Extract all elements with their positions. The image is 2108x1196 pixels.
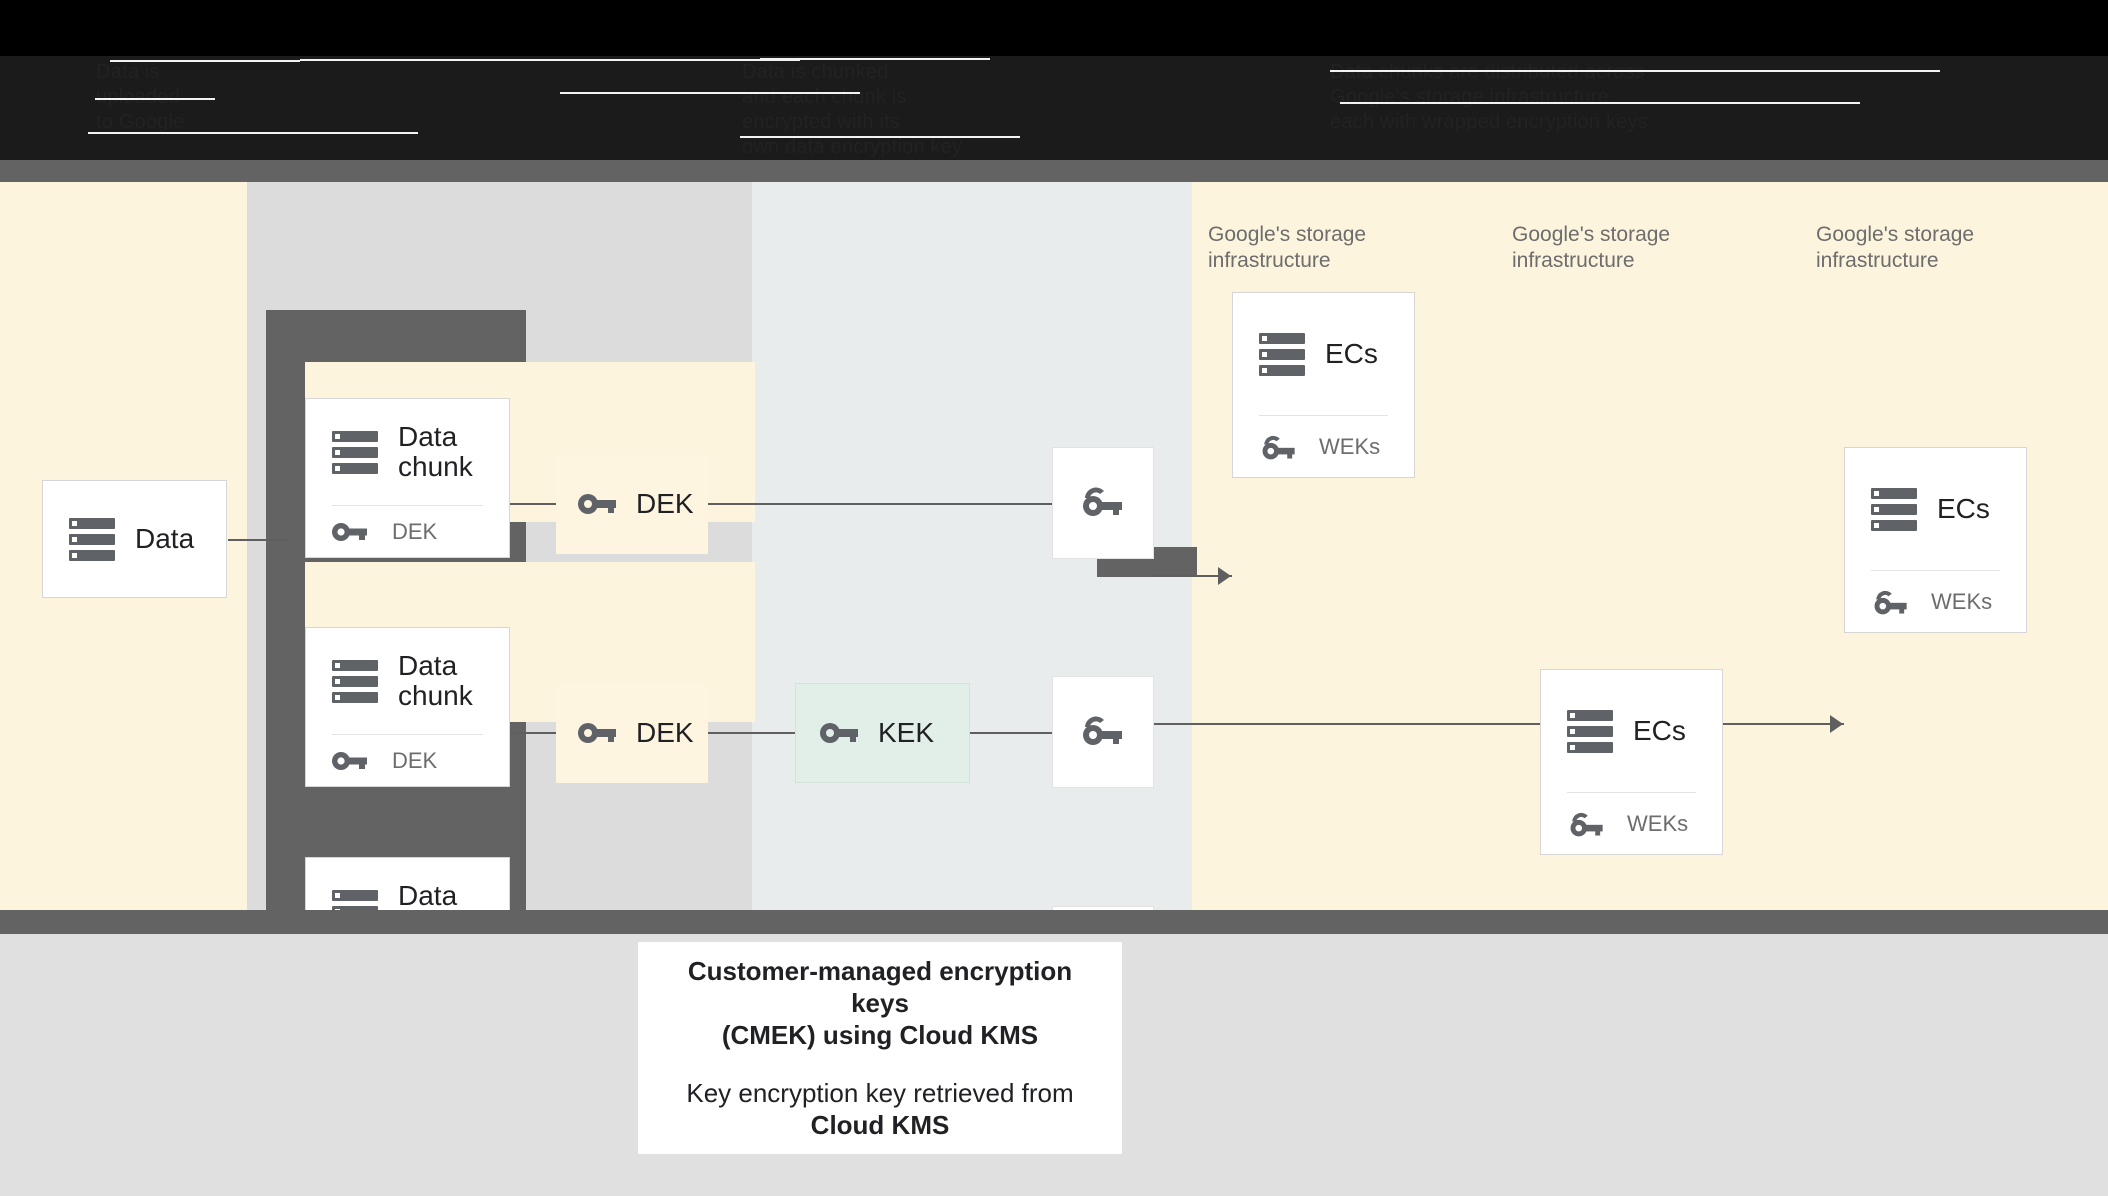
header-column-2: Data is chunked and each chunk is encryp… (742, 61, 963, 158)
wrapped-key-icon (1259, 427, 1299, 467)
storage-icon (69, 516, 115, 562)
chunk-card-2-divider (332, 734, 483, 735)
chunk-card-2-title: Data chunk (398, 650, 473, 711)
ec-card-3[interactable]: ECs WEKs (1540, 669, 1723, 855)
caption-title-line2: (CMEK) using Cloud KMS (721, 1020, 1039, 1050)
caption-title-line1: Customer-managed encryption keys (687, 956, 1073, 1018)
arrow-to-ec2 (1830, 715, 1843, 733)
chunk-card-1-footer: DEK (306, 506, 509, 558)
chunk-card-1-sub: DEK (392, 519, 438, 544)
wrapped-key-icon (1871, 582, 1911, 622)
header-column-1: Data is uploaded to Google (96, 61, 185, 133)
ec-card-1-divider (1259, 415, 1388, 416)
storage-icon (332, 658, 378, 704)
dek-chip-2[interactable]: DEK (556, 683, 708, 783)
storage-icon (1567, 708, 1613, 754)
data-chunk-card-2[interactable]: Data chunk DEK (305, 627, 510, 787)
ec-card-3-sub: WEKs (1627, 811, 1689, 836)
ec-card-1[interactable]: ECs WEKs (1232, 292, 1415, 478)
data-source-card[interactable]: Data (42, 480, 227, 598)
infra-label-1: Google's storage infrastructure (1208, 223, 1367, 272)
storage-icon (332, 429, 378, 475)
kek-chip[interactable]: KEK (795, 683, 970, 783)
key-icon (332, 741, 372, 781)
wrapped-key-chip-1[interactable] (1052, 447, 1154, 559)
data-source-row: Data (43, 516, 220, 562)
storage-icon (1871, 486, 1917, 532)
caption-body-line2: Cloud KMS (810, 1110, 950, 1140)
dek-chip-1-label: DEK (636, 488, 694, 519)
arrow-to-ec1 (1218, 567, 1231, 585)
footer-divider (0, 910, 2108, 934)
wrapped-key-chip-2[interactable] (1052, 676, 1154, 788)
caption-box: Customer-managed encryption keys (CMEK) … (638, 942, 1122, 1154)
dek-chip-1[interactable]: DEK (556, 454, 708, 554)
ec-card-2-title: ECs (1937, 493, 1990, 524)
key-icon (820, 713, 860, 753)
ec-card-2[interactable]: ECs WEKs (1844, 447, 2027, 633)
caption-title: Customer-managed encryption keys (CMEK) … (672, 955, 1088, 1051)
ec-card-2-sub: WEKs (1931, 589, 1993, 614)
data-chunk-card-1[interactable]: Data chunk DEK (305, 398, 510, 558)
ec-card-3-header: ECs (1541, 670, 1722, 792)
ec-card-3-footer: WEKs (1541, 793, 1722, 855)
chunk-card-2-sub: DEK (392, 748, 438, 773)
ec-card-1-sub: WEKs (1319, 434, 1381, 459)
ec-card-1-title: ECs (1325, 338, 1378, 369)
ec-card-2-header: ECs (1845, 448, 2026, 570)
key-icon (332, 512, 372, 552)
key-icon (578, 713, 618, 753)
wrapped-key-icon (1567, 804, 1607, 844)
chunk-card-2-header: Data chunk (306, 628, 509, 734)
key-icon (578, 484, 618, 524)
line-chunk2-dek2 (510, 732, 556, 734)
kek-chip-label: KEK (878, 717, 935, 748)
wrapped-key-icon (1080, 713, 1126, 752)
dek-chip-2-label: DEK (636, 717, 694, 748)
header-divider (0, 160, 2108, 182)
storage-icon (1259, 331, 1305, 377)
line-dek1-wek1 (708, 503, 1052, 505)
diagram-canvas: Data chunk DEK Data chunk DEK (0, 182, 2108, 1018)
wrapped-key-icon (1080, 484, 1126, 523)
ec-card-3-divider (1567, 792, 1696, 793)
ec-card-2-footer: WEKs (1845, 571, 2026, 633)
chunk-card-1-title: Data chunk (398, 421, 473, 482)
line-wek1-ec1 (1150, 575, 1232, 577)
line-chunk1-dek1 (510, 503, 556, 505)
caption-body: Key encryption key retrieved from Cloud … (686, 1077, 1073, 1141)
ec-card-3-title: ECs (1633, 715, 1686, 746)
line-wek2-ec2 (1154, 723, 1844, 725)
header-text-band: Data is uploaded to Google Data is chunk… (0, 56, 2108, 160)
ec-card-1-header: ECs (1233, 293, 1414, 415)
caption-body-line1: Key encryption key retrieved from (686, 1078, 1074, 1108)
ec-card-1-footer: WEKs (1233, 416, 1414, 478)
chunk-card-2-footer: DEK (306, 735, 509, 787)
infra-label-3: Google's storage infrastructure (1816, 223, 1975, 272)
chunk-card-1-divider (332, 505, 483, 506)
ec-card-2-divider (1871, 570, 2000, 571)
line-data-to-chunks (228, 539, 288, 541)
chunk-card-1-header: Data chunk (306, 399, 509, 505)
infra-label-2: Google's storage infrastructure (1512, 223, 1671, 272)
data-source-title: Data (135, 523, 195, 554)
